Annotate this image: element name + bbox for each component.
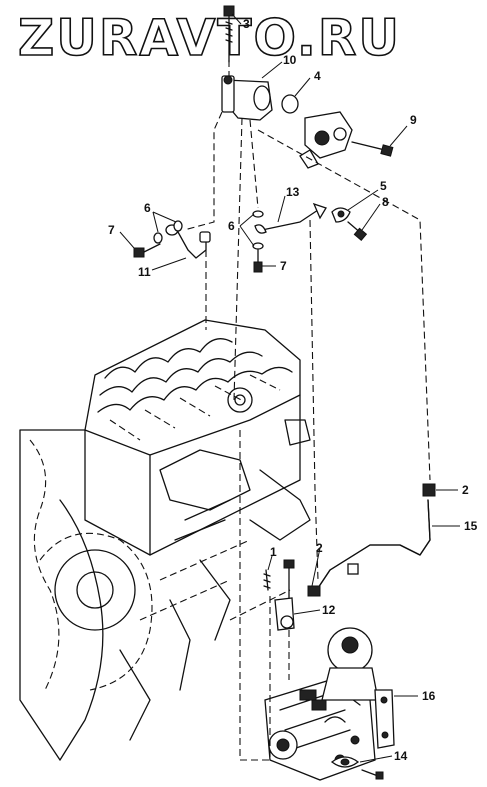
callout-2-right: 2 bbox=[462, 483, 469, 497]
engine-block bbox=[19, 319, 311, 761]
bolt-part-9 bbox=[351, 141, 394, 157]
bolt-part-3 bbox=[223, 5, 235, 63]
routing-lines bbox=[183, 60, 431, 761]
callout-15: 15 bbox=[464, 519, 478, 533]
tube-part-13 bbox=[254, 202, 327, 234]
screw-bottom bbox=[361, 769, 384, 780]
callout-6-left: 6 bbox=[144, 201, 151, 215]
fuel-line-part-15 bbox=[307, 483, 436, 597]
callout-6-center: 6 bbox=[228, 219, 235, 233]
callout-14: 14 bbox=[394, 749, 408, 763]
callout-12: 12 bbox=[322, 603, 336, 617]
valve-assembly bbox=[299, 111, 353, 169]
gasket-part-14 bbox=[330, 756, 360, 768]
watermark-text: ZURAVTO.RU bbox=[18, 9, 401, 67]
callout-11: 11 bbox=[138, 265, 151, 279]
callout-5: 5 bbox=[380, 179, 387, 193]
callout-leaders bbox=[119, 13, 460, 763]
screw-part-8 bbox=[347, 221, 368, 241]
callout-9: 9 bbox=[410, 113, 417, 127]
bracket-part-16 bbox=[374, 689, 395, 749]
callouts: 3 10 4 9 13 5 8 6 7 11 6 7 2 15 1 2 12 1… bbox=[108, 17, 478, 763]
bracket-part-12 bbox=[274, 559, 295, 631]
o-ring-part-4 bbox=[281, 94, 299, 114]
callout-7-left: 7 bbox=[108, 223, 115, 237]
housing-part-10 bbox=[221, 75, 273, 121]
fitting-part-5 bbox=[331, 207, 351, 223]
callout-8: 8 bbox=[382, 195, 389, 209]
screw-part-1 bbox=[263, 569, 271, 591]
callout-2-center: 2 bbox=[316, 541, 323, 555]
callout-10: 10 bbox=[283, 53, 297, 67]
injection-pump bbox=[264, 627, 379, 781]
callout-7-center: 7 bbox=[280, 259, 287, 273]
callout-3: 3 bbox=[243, 17, 250, 31]
callout-16: 16 bbox=[422, 689, 436, 703]
washers-left bbox=[133, 220, 183, 258]
callout-13: 13 bbox=[286, 185, 300, 199]
callout-4: 4 bbox=[314, 69, 321, 83]
tube-part-11 bbox=[165, 224, 211, 259]
callout-1: 1 bbox=[270, 545, 277, 559]
washers-center bbox=[252, 210, 264, 273]
